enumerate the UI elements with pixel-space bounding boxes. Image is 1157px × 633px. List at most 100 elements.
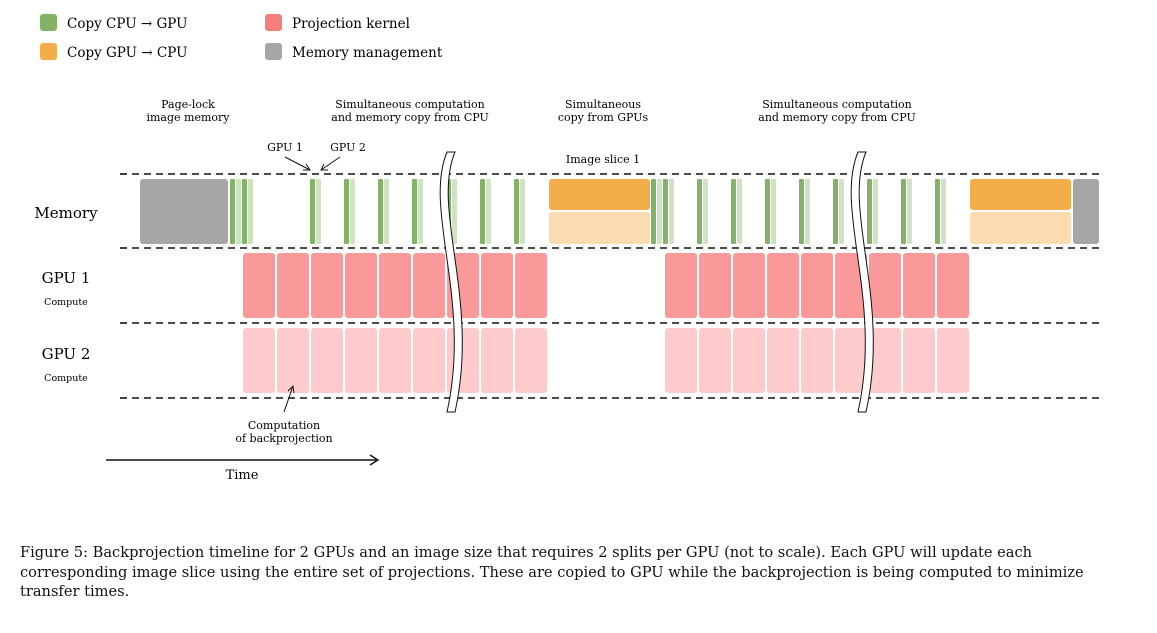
projection-kernel-gpu1	[379, 253, 411, 318]
projection-kernel-gpu2	[801, 328, 833, 393]
cpu-to-gpu-copy-gpu2	[669, 179, 674, 244]
projection-kernel-gpu1	[481, 253, 513, 318]
annotation-computation-line2: of backprojection	[235, 432, 332, 445]
cpu-to-gpu-copy-gpu2	[486, 179, 491, 244]
cpu-to-gpu-copy-gpu1	[310, 179, 315, 244]
cpu-to-gpu-copy-gpu1	[378, 179, 383, 244]
projection-kernel-gpu1	[699, 253, 731, 318]
cpu-to-gpu-copy-gpu1	[480, 179, 485, 244]
legend-label-copy-gpu-cpu: Copy GPU → CPU	[67, 45, 187, 61]
legend-swatch-copy-gpu-cpu	[40, 43, 57, 60]
row-label-memory: Memory	[34, 204, 98, 222]
row-separators	[120, 173, 1104, 399]
projection-kernel-gpu1	[277, 253, 309, 318]
annotation-simultaneous-1-line1: Simultaneous computation	[335, 98, 484, 111]
cpu-to-gpu-copy-gpu2	[873, 179, 878, 244]
annotation-simultaneous-1-line2: and memory copy from CPU	[331, 111, 488, 124]
cpu-to-gpu-copy-gpu2	[657, 179, 662, 244]
gpu-to-cpu-copy-gpu2	[970, 212, 1071, 244]
projection-kernel-gpu2	[665, 328, 697, 393]
cpu-to-gpu-copy-gpu2	[316, 179, 321, 244]
annotation-gpu1-copy: GPU 1	[267, 141, 303, 154]
cpu-to-gpu-copy-gpu2	[805, 179, 810, 244]
projection-kernel-gpu1	[515, 253, 547, 318]
cpu-to-gpu-copy-gpu1	[765, 179, 770, 244]
legend: Copy CPU → GPU Copy GPU → CPU Projection…	[40, 14, 443, 61]
cpu-to-gpu-copy-gpu1	[799, 179, 804, 244]
cpu-to-gpu-copy-gpu2	[384, 179, 389, 244]
annotation-page-lock-1: Page-lock	[161, 98, 215, 111]
annotation-simultaneous-2-line1: Simultaneous computation	[762, 98, 911, 111]
gpu2-compute-row	[243, 328, 969, 393]
cpu-to-gpu-copy-gpu2	[248, 179, 253, 244]
cpu-to-gpu-copy-gpu2	[703, 179, 708, 244]
cpu-to-gpu-copy-gpu2	[520, 179, 525, 244]
projection-kernel-gpu2	[277, 328, 309, 393]
cpu-to-gpu-copy-gpu2	[236, 179, 241, 244]
projection-kernel-gpu1	[767, 253, 799, 318]
projection-kernel-gpu2	[937, 328, 969, 393]
memory-management-block	[140, 179, 228, 244]
annotation-gpu2-copy: GPU 2	[330, 141, 366, 154]
annotation-page-lock-2: image memory	[146, 111, 230, 124]
legend-swatch-copy-cpu-gpu	[40, 14, 57, 31]
annotation-simultaneous-2-line2: and memory copy from CPU	[758, 111, 915, 124]
annotation-simultaneous-copy-line1: Simultaneous	[565, 98, 641, 111]
projection-kernel-gpu2	[311, 328, 343, 393]
memory-row	[140, 179, 1099, 244]
projection-kernel-gpu2	[835, 328, 867, 393]
projection-kernel-gpu1	[345, 253, 377, 318]
projection-kernel-gpu2	[481, 328, 513, 393]
projection-kernel-gpu1	[903, 253, 935, 318]
projection-kernel-gpu2	[903, 328, 935, 393]
cpu-to-gpu-copy-gpu2	[839, 179, 844, 244]
row-labels: Memory GPU 1 Compute GPU 2 Compute	[34, 204, 98, 384]
cpu-to-gpu-copy-gpu2	[941, 179, 946, 244]
cpu-to-gpu-copy-gpu1	[242, 179, 247, 244]
row-label-gpu2: GPU 2	[42, 345, 91, 363]
cpu-to-gpu-copy-gpu1	[514, 179, 519, 244]
row-label-gpu1-sub: Compute	[44, 297, 88, 308]
projection-kernel-gpu2	[733, 328, 765, 393]
cpu-to-gpu-copy-gpu2	[350, 179, 355, 244]
legend-swatch-projection-kernel	[265, 14, 282, 31]
projection-kernel-gpu1	[413, 253, 445, 318]
legend-label-projection-kernel: Projection kernel	[292, 16, 410, 32]
projection-kernel-gpu2	[379, 328, 411, 393]
projection-kernel-gpu1	[937, 253, 969, 318]
cpu-to-gpu-copy-gpu1	[412, 179, 417, 244]
annotation-computation-line1: Computation	[248, 419, 320, 432]
computation-annotation: Computation of backprojection	[235, 384, 333, 445]
projection-kernel-gpu2	[345, 328, 377, 393]
projection-kernel-gpu2	[699, 328, 731, 393]
legend-label-copy-cpu-gpu: Copy CPU → GPU	[67, 16, 187, 32]
time-label: Time	[226, 468, 259, 483]
projection-kernel-gpu1	[801, 253, 833, 318]
projection-kernel-gpu2	[413, 328, 445, 393]
annotation-image-slice: Image slice 1	[566, 153, 640, 166]
row-label-gpu2-sub: Compute	[44, 373, 88, 384]
projection-kernel-gpu2	[515, 328, 547, 393]
figure-caption: Figure 5: Backprojection timeline for 2 …	[20, 544, 1084, 600]
projection-kernel-gpu2	[869, 328, 901, 393]
gpu1-compute-row	[243, 253, 969, 318]
copy-label-arrows	[284, 156, 341, 171]
projection-kernel-gpu2	[243, 328, 275, 393]
timeline-break-mark	[439, 151, 874, 413]
gpu-to-cpu-copy-gpu1	[970, 179, 1071, 210]
cpu-to-gpu-copy-gpu1	[867, 179, 872, 244]
legend-label-memory-management: Memory management	[292, 45, 443, 61]
cpu-to-gpu-copy-gpu1	[663, 179, 668, 244]
cpu-to-gpu-copy-gpu1	[731, 179, 736, 244]
cpu-to-gpu-copy-gpu1	[697, 179, 702, 244]
annotation-simultaneous-copy-line2: copy from GPUs	[558, 111, 649, 124]
cpu-to-gpu-copy-gpu2	[452, 179, 457, 244]
cpu-to-gpu-copy-gpu1	[651, 179, 656, 244]
projection-kernel-gpu1	[243, 253, 275, 318]
row-label-gpu1: GPU 1	[42, 269, 91, 287]
projection-kernel-gpu1	[665, 253, 697, 318]
backprojection-timeline-diagram: Copy CPU → GPU Copy GPU → CPU Projection…	[34, 14, 1104, 483]
projection-kernel-gpu1	[869, 253, 901, 318]
projection-kernel-gpu1	[733, 253, 765, 318]
projection-kernel-gpu2	[767, 328, 799, 393]
